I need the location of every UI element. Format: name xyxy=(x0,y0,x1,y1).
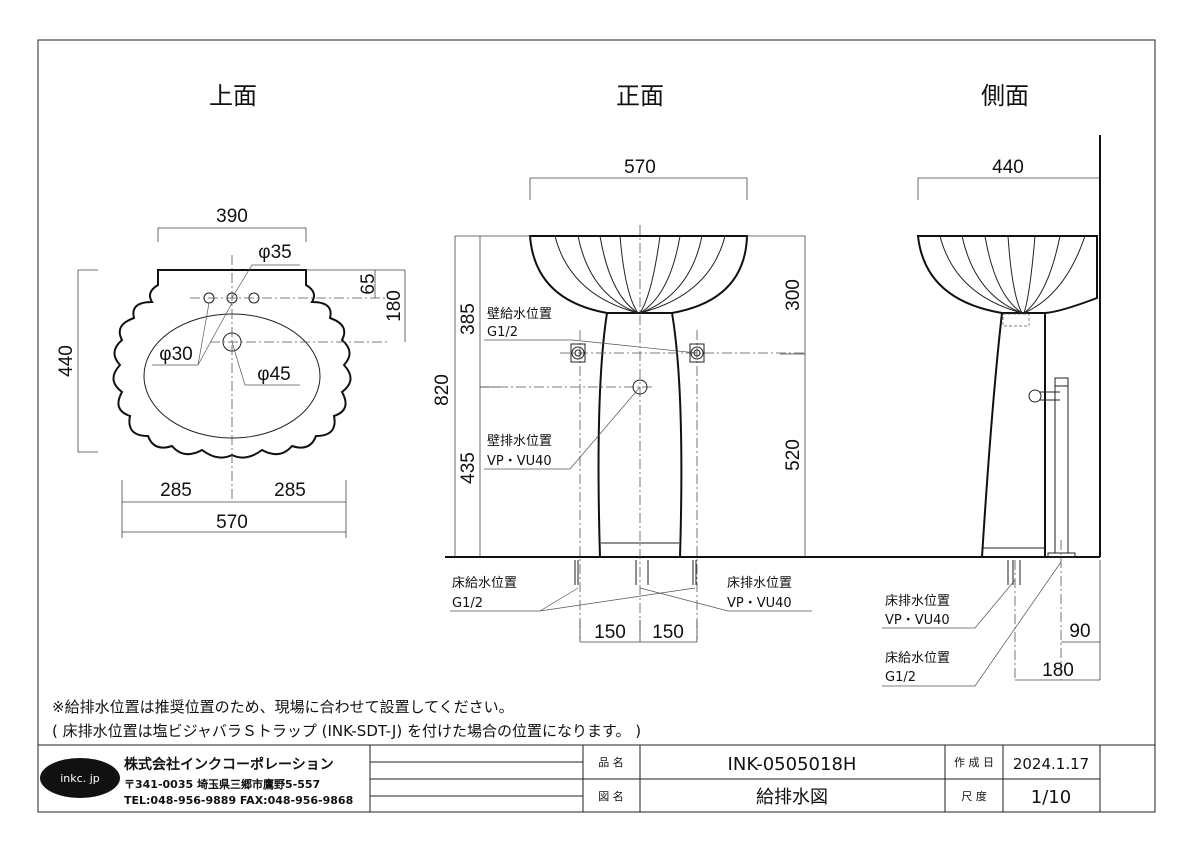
date-label: 作 成 日 xyxy=(954,756,994,769)
company-logo xyxy=(40,758,120,798)
dim-435: 435 xyxy=(458,452,479,484)
scale-label: 尺 度 xyxy=(961,789,987,803)
bowl-flutes xyxy=(554,235,726,314)
dim-300: 300 xyxy=(783,279,804,311)
dim-65: 65 xyxy=(358,273,379,294)
label-floor-supply-spec-front: G1/2 xyxy=(452,596,483,611)
dim-180-side: 180 xyxy=(1042,660,1074,681)
company-phone: TEL:048-956-9889 FAX:048-956-9868 xyxy=(124,794,353,807)
label-floor-supply-front: 床給水位置 xyxy=(452,576,517,591)
dim-570-front: 570 xyxy=(624,157,656,178)
label-wall-drain: 壁排水位置 xyxy=(487,434,552,449)
side-view-title: 側面 xyxy=(981,82,1029,110)
label-floor-drain-spec-side: VP・VU40 xyxy=(885,613,950,628)
supply-pipe xyxy=(1040,383,1076,558)
front-view: 570 385 820 435 300 520 壁給水位置 G1/2 壁排水位置… xyxy=(432,157,1100,643)
drawing-label: 図 名 xyxy=(598,789,624,803)
company-name: 株式会社インクコーポレーション xyxy=(124,756,334,773)
label-floor-drain-front: 床排水位置 xyxy=(727,576,792,591)
dim-phi35: φ35 xyxy=(258,242,291,263)
stop-valve-side xyxy=(1028,377,1069,403)
basin-bowl-side xyxy=(916,235,1098,314)
wall-supply-valve-left xyxy=(570,343,586,363)
dim-285-left: 285 xyxy=(160,480,192,501)
basin-bowl-front xyxy=(528,235,749,314)
label-wall-drain-spec: VP・VU40 xyxy=(487,454,552,469)
product-label: 品 名 xyxy=(598,755,624,769)
dim-385: 385 xyxy=(458,303,479,335)
dim-90: 90 xyxy=(1069,621,1090,642)
dim-440: 440 xyxy=(56,345,77,377)
label-wall-supply-spec: G1/2 xyxy=(487,325,518,340)
top-view: 390 φ35 65 180 440 φ30 φ45 285 285 570 xyxy=(56,206,406,538)
label-floor-drain-spec-front: VP・VU40 xyxy=(727,596,792,611)
scale-value: 1/10 xyxy=(1031,787,1071,808)
dim-150-left: 150 xyxy=(594,622,626,643)
dim-440-side: 440 xyxy=(992,157,1024,178)
dim-285-right: 285 xyxy=(274,480,306,501)
dim-570-top: 570 xyxy=(216,512,248,533)
pedestal-front xyxy=(597,312,683,558)
company-address: 〒341-0035 埼玉県三郷市鷹野5-557 xyxy=(124,777,320,791)
dim-150-right: 150 xyxy=(652,622,684,643)
dim-phi45: φ45 xyxy=(257,364,290,385)
created-date: 2024.1.17 xyxy=(1013,755,1089,773)
title-block: inkc. jp 株式会社インクコーポレーション 〒341-0035 埼玉県三郷… xyxy=(37,744,1156,813)
logo-text: inkc. jp xyxy=(60,772,99,785)
note-2: ( 床排水位置は塩ビジャバラＳトラップ (INK-SDT-J) を付けた場合の位… xyxy=(52,722,641,740)
dim-180: 180 xyxy=(384,290,405,322)
label-floor-drain-side: 床排水位置 xyxy=(885,594,950,609)
label-wall-supply: 壁給水位置 xyxy=(487,307,552,322)
note-1: ※給排水位置は推奨位置のため、現場に合わせて設置してください。 xyxy=(52,698,514,716)
product-name: INK-0505018H xyxy=(728,754,857,775)
dim-520: 520 xyxy=(783,439,804,471)
dim-390: 390 xyxy=(216,206,248,227)
dim-phi30: φ30 xyxy=(159,344,192,365)
sheet-border xyxy=(37,39,1156,813)
front-view-title: 正面 xyxy=(616,82,664,110)
top-view-title: 上面 xyxy=(209,82,257,110)
label-floor-supply-spec-side: G1/2 xyxy=(885,670,916,685)
drawing-name: 給排水図 xyxy=(756,787,828,808)
wall-drain xyxy=(632,379,648,395)
dim-820: 820 xyxy=(432,374,453,406)
label-floor-supply-side: 床給水位置 xyxy=(885,651,950,666)
side-view: 440 床排水位置 VP・VU40 床給水位置 G1/2 90 180 xyxy=(882,135,1101,687)
pedestal-side xyxy=(981,312,1046,558)
